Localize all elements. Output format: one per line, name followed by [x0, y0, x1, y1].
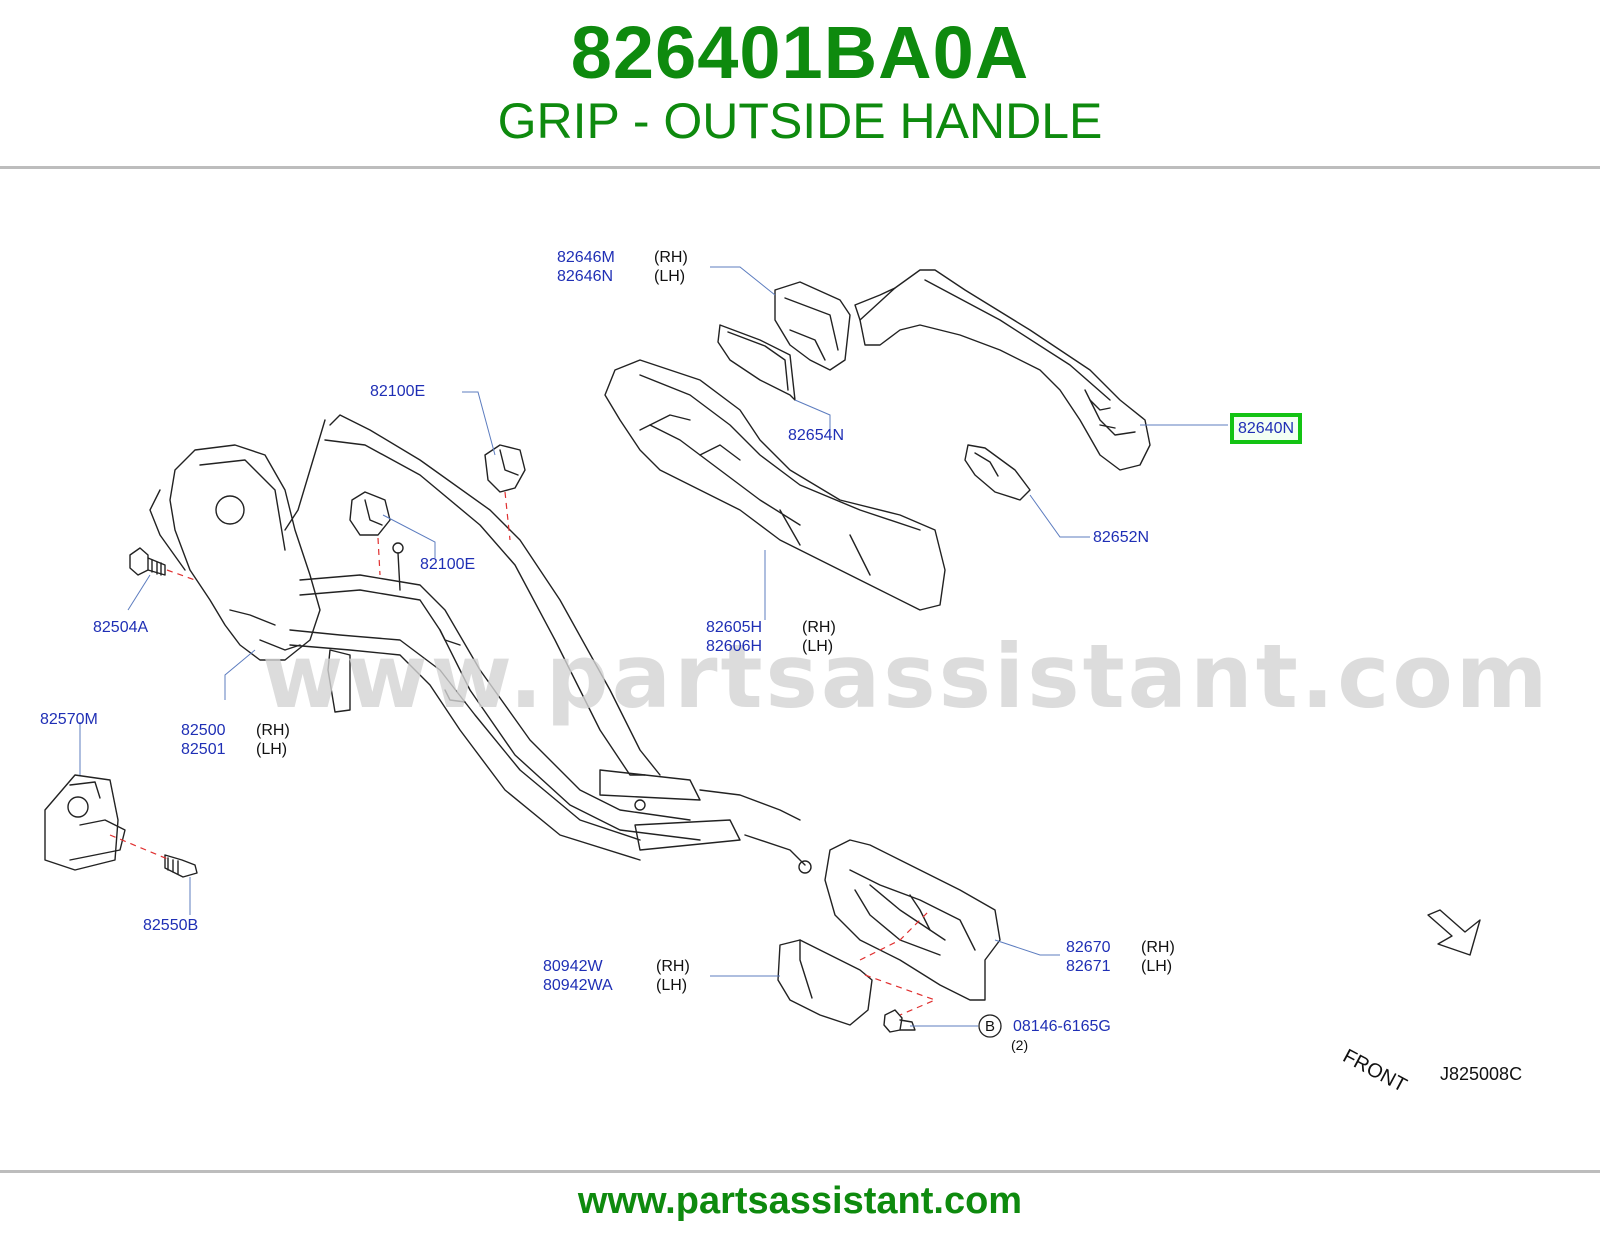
- door-striker-drawing: [44, 774, 126, 871]
- screw-82504a-drawing: [129, 547, 166, 576]
- callout-82605-side-lh: (LH): [802, 638, 834, 655]
- part-number-title: 826401BA0A: [570, 11, 1030, 94]
- dash-line: [166, 569, 196, 581]
- page-header: 826401BA0A GRIP - OUTSIDE HANDLE: [0, 0, 1600, 168]
- callout-80942-side-rh: (RH): [656, 958, 690, 975]
- callout-82100e-upper[interactable]: 82100E: [370, 383, 426, 400]
- callout-82646-code-lh[interactable]: 82646N: [557, 268, 614, 285]
- callout-82646-side-rh: (RH): [654, 249, 688, 266]
- callout-82605-code-rh[interactable]: 82605H: [706, 619, 763, 636]
- callout-82100e-lower[interactable]: 82100E: [420, 556, 476, 573]
- door-lock-actuator-drawing: [149, 444, 351, 713]
- leader-82654n: [794, 399, 831, 432]
- dash-line: [109, 834, 171, 861]
- outside-handle-grip-drawing: [854, 269, 1151, 471]
- callout-82500-side-rh: (RH): [256, 722, 290, 739]
- bolt-quantity: (2): [1011, 1037, 1029, 1053]
- callout-82670-code-rh[interactable]: 82670: [1066, 939, 1111, 956]
- footer-website-link[interactable]: www.partsassistant.com: [577, 1180, 1023, 1222]
- callout-80942-side-lh: (LH): [656, 977, 688, 994]
- handle-bracket-drawing: [604, 359, 946, 611]
- screw-82550b-drawing: [164, 854, 198, 878]
- drawing-id: J825008C: [1440, 1064, 1523, 1084]
- front-direction-arrow: [1427, 909, 1481, 956]
- callout-08146-6165g[interactable]: 08146-6165G: [1013, 1018, 1111, 1035]
- bolt-marker-circle: [978, 1014, 1002, 1038]
- callout-82654n[interactable]: 82654N: [788, 427, 845, 444]
- parts-drawing: [44, 266, 1481, 1038]
- parts-diagram: www.partsassistant.com 82646M (RH) 82646…: [0, 170, 1600, 1170]
- cable-clip-drawing: [349, 444, 526, 591]
- callout-82500-side-lh: (LH): [256, 741, 288, 758]
- callout-80942-code-lh[interactable]: 80942WA: [543, 977, 613, 994]
- leader-82100e-a: [462, 391, 496, 456]
- watermark: www.partsassistant.com: [262, 625, 1551, 728]
- dash-line: [504, 491, 511, 541]
- handle-gasket-drawing: [717, 324, 796, 401]
- part-name-subtitle: GRIP - OUTSIDE HANDLE: [497, 93, 1103, 149]
- leader-82500: [224, 649, 256, 700]
- callout-82500-code-rh[interactable]: 82500: [181, 722, 226, 739]
- callout-82500-code-lh[interactable]: 82501: [181, 741, 226, 758]
- callout-82646-code-rh[interactable]: 82646M: [557, 249, 615, 266]
- callout-82646-side-lh: (LH): [654, 268, 686, 285]
- callout-82550b[interactable]: 82550B: [143, 917, 199, 934]
- leader-82646: [710, 266, 776, 296]
- inside-handle-drawing: [824, 839, 1001, 1001]
- callout-82570m[interactable]: 82570M: [40, 711, 98, 728]
- header-divider: [0, 166, 1600, 169]
- leader-82504a: [127, 574, 151, 611]
- callout-82640n-highlighted[interactable]: 82640N: [1229, 413, 1303, 444]
- callout-82670-side-lh: (LH): [1141, 958, 1173, 975]
- callout-82652n[interactable]: 82652N: [1093, 529, 1150, 546]
- footer-divider: [0, 1170, 1600, 1173]
- callout-80942-code-rh[interactable]: 80942W: [543, 958, 603, 975]
- dash-line: [859, 909, 931, 961]
- control-cables-drawing: [284, 414, 812, 874]
- leader-82652n: [1029, 494, 1090, 538]
- dash-line: [864, 974, 937, 1016]
- handle-cap-drawing: [774, 281, 851, 371]
- callout-82504a[interactable]: 82504A: [93, 619, 149, 636]
- callout-82605-code-lh[interactable]: 82606H: [706, 638, 763, 655]
- bolt-marker-letter: B: [985, 1018, 996, 1035]
- dash-line: [377, 537, 381, 576]
- bolt-08146-drawing: [883, 1009, 916, 1033]
- inside-handle-cover-drawing: [777, 939, 873, 1026]
- callout-82670-side-rh: (RH): [1141, 939, 1175, 956]
- rear-gasket-drawing: [964, 444, 1031, 501]
- callout-82670-code-lh[interactable]: 82671: [1066, 958, 1111, 975]
- leader-82100e-b: [382, 514, 436, 558]
- leader-82670: [994, 939, 1060, 956]
- callout-82605-side-rh: (RH): [802, 619, 836, 636]
